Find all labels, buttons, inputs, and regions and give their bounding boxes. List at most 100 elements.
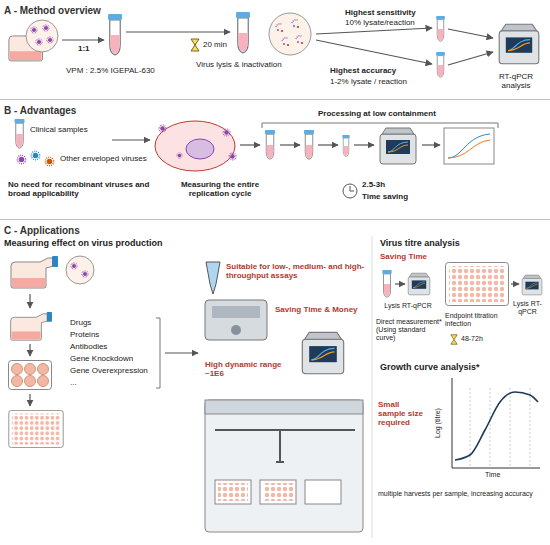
qpcr-machine xyxy=(380,128,416,164)
lysis-zoom xyxy=(292,20,299,28)
hourglass-icon xyxy=(451,335,457,344)
96-well-plate xyxy=(9,410,63,447)
six-well-plate xyxy=(9,361,52,390)
lysed-tube xyxy=(236,12,250,53)
zoom-circle xyxy=(66,256,94,284)
sample-tube xyxy=(382,270,391,297)
growth-graph xyxy=(452,378,540,468)
amplification-plot xyxy=(448,140,490,158)
subheading: Virus titre analysis xyxy=(380,238,500,248)
zoom-circle xyxy=(66,256,94,284)
zoom-circle xyxy=(26,20,58,52)
pipeline-tubes xyxy=(265,130,350,159)
virus-icons xyxy=(45,157,53,165)
lysis-zoom xyxy=(276,24,283,32)
sample-label: Other enveloped viruses xyxy=(60,154,170,163)
flow-arrow xyxy=(448,52,493,65)
lysed-tube xyxy=(236,12,250,53)
robot-platform xyxy=(218,483,248,501)
hourglass-icon xyxy=(191,39,199,51)
clinical-tube xyxy=(15,119,25,148)
zoom-circle xyxy=(26,20,58,52)
pipeline-tubes xyxy=(265,130,275,159)
flow-arrow xyxy=(422,144,440,145)
path-label: 10% lysate/reaction xyxy=(345,18,435,27)
ratio-label: 1:1 xyxy=(78,44,108,53)
treated-flask xyxy=(11,312,52,340)
flow-arrow xyxy=(318,144,338,145)
highlight-text: Small sample size required xyxy=(378,400,428,428)
path-label: Highest accuracy xyxy=(330,66,430,75)
note-text: multiple harvests per sample, increasing… xyxy=(378,490,543,498)
infected-cell xyxy=(177,153,182,158)
robot-platform xyxy=(263,483,293,501)
list-item: Gene Knockdown xyxy=(70,354,155,363)
qpcr-machine xyxy=(302,332,343,373)
divider-line xyxy=(372,236,373,538)
culture-flask xyxy=(11,256,58,288)
growth-graph xyxy=(510,386,511,466)
robot-platform xyxy=(205,400,363,532)
hourglass-icon xyxy=(191,39,199,51)
lysis-zoom xyxy=(296,36,303,44)
lysis-zoom xyxy=(269,13,311,55)
buffer-label: VPM : 2.5% IGEPAL-630 xyxy=(66,66,176,75)
virus-icons xyxy=(17,155,25,163)
axis-label: Time xyxy=(485,471,515,479)
flow-arrow xyxy=(112,139,150,140)
sample-tube xyxy=(108,14,122,55)
sample-tube xyxy=(382,270,391,297)
flow-arrow xyxy=(448,29,493,38)
qpcr-machine xyxy=(302,332,343,373)
bench-machine xyxy=(205,300,267,340)
step-label: RT-qPCR analysis xyxy=(488,72,544,90)
zoom-circle xyxy=(31,27,37,33)
growth-graph xyxy=(452,378,540,468)
list-item: Proteins xyxy=(70,330,155,339)
infected-cell xyxy=(229,153,236,160)
robot-platform xyxy=(260,480,296,504)
six-well-plate xyxy=(9,361,52,390)
robot-platform xyxy=(215,430,355,462)
advantage-text: Measuring the entire replication cycle xyxy=(160,180,280,198)
infected-cell xyxy=(223,129,230,136)
bench-machine xyxy=(212,306,260,318)
virus-icons xyxy=(17,151,53,165)
axis-label: Log (titre) xyxy=(434,393,442,453)
list-item: Drugs xyxy=(70,318,155,327)
qpcr-machine xyxy=(408,273,430,295)
flow-arrow xyxy=(240,144,260,145)
highlight-text: Saving Time xyxy=(380,252,460,261)
bench-machine xyxy=(205,300,267,340)
hourglass-icon xyxy=(451,335,457,344)
path-label: 1-2% lysate / reaction xyxy=(330,77,430,86)
time-label: 2.5-3h xyxy=(362,180,412,189)
zoom-circle xyxy=(36,39,42,45)
reaction-tube xyxy=(436,16,445,41)
sample-label: Clinical samples xyxy=(30,125,110,134)
robot-platform xyxy=(215,480,251,504)
note-text: Endpoint titration infection xyxy=(445,312,515,328)
growth-graph xyxy=(530,386,531,466)
containment-bracket xyxy=(262,123,498,128)
amplification-plot xyxy=(448,134,490,158)
flow-arrow xyxy=(29,394,30,406)
list-bracket xyxy=(156,318,160,388)
96-well-plate xyxy=(9,410,63,447)
note-text: Direct measurement* (Using standard curv… xyxy=(376,318,442,342)
qpcr-machine xyxy=(522,275,542,295)
virus-icons xyxy=(31,151,39,159)
highlight-text: Saving Time & Money xyxy=(275,305,367,314)
infected-cell xyxy=(155,121,235,171)
divider-line xyxy=(372,236,373,538)
pipeline-tubes xyxy=(304,130,314,159)
subheading: Measuring effect on virus production xyxy=(4,238,224,248)
lysis-zoom xyxy=(269,13,311,55)
panel-band: B - Advantages xyxy=(0,100,550,220)
growth-graph xyxy=(470,386,530,466)
treated-flask xyxy=(11,312,52,340)
flow-arrow xyxy=(62,39,104,40)
growth-curve xyxy=(455,392,538,460)
lysis-zoom xyxy=(282,38,289,46)
advantage-text: No need for recombinant viruses and broa… xyxy=(8,180,158,198)
